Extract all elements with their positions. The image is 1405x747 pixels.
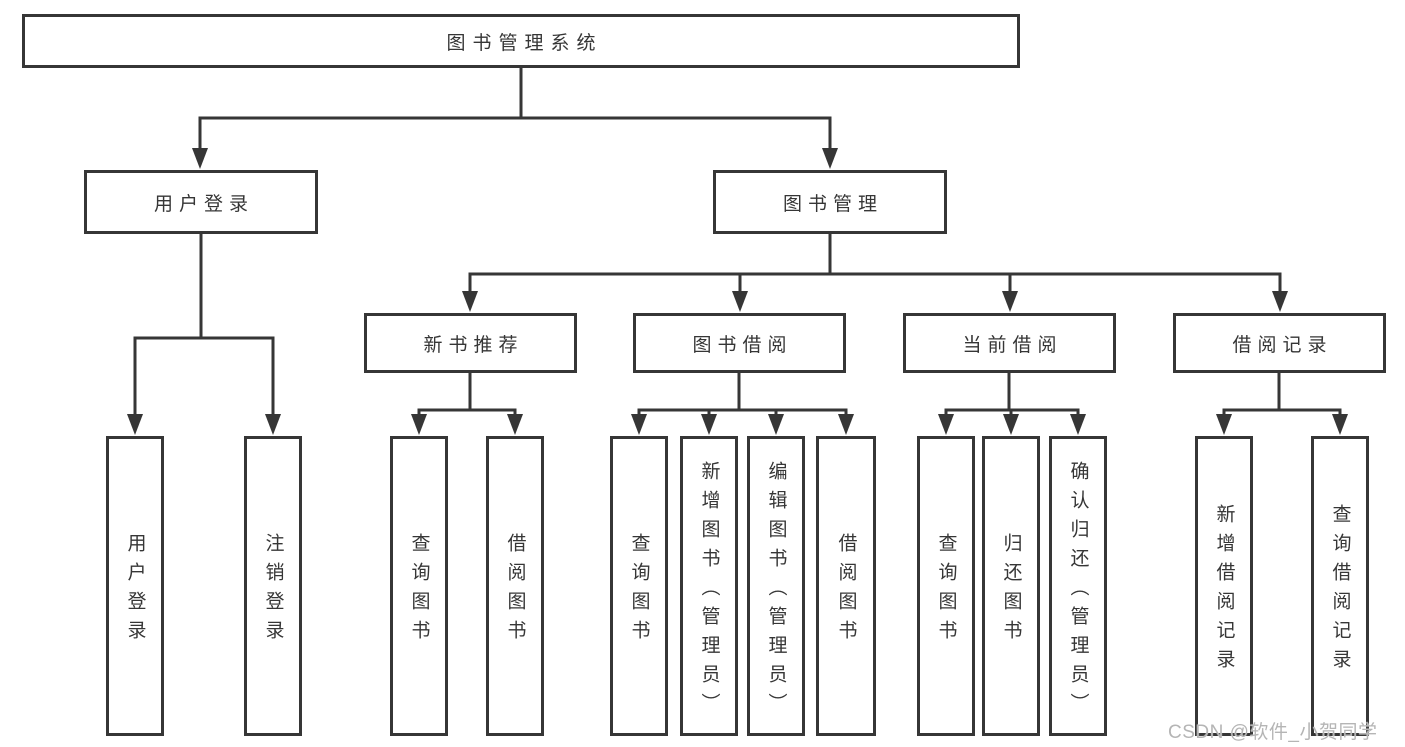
arrowhead xyxy=(507,414,523,435)
connector-user-login xyxy=(133,234,275,416)
leaf-add-borrow-record: 新增借阅记录 xyxy=(1195,436,1253,736)
leaf-query-books-current: 查询图书 xyxy=(917,436,975,736)
connector-new-book xyxy=(417,373,517,418)
arrowhead xyxy=(631,414,647,435)
connector-borrow-record xyxy=(1222,373,1342,418)
arrowhead xyxy=(1002,291,1018,312)
arrowheads xyxy=(127,148,1348,435)
arrowhead xyxy=(192,148,208,169)
arrowhead xyxy=(838,414,854,435)
node-book-borrow: 图书借阅 xyxy=(633,313,846,373)
arrowhead xyxy=(1070,414,1086,435)
arrowhead xyxy=(127,414,143,435)
leaf-borrow-books-recommend: 借阅图书 xyxy=(486,436,544,736)
connector-book-borrow xyxy=(637,373,848,418)
leaf-confirm-return-admin: 确认归还（管理员） xyxy=(1049,436,1107,736)
arrowhead xyxy=(732,291,748,312)
arrowhead xyxy=(1003,414,1019,435)
connector-book-management xyxy=(468,234,1282,296)
leaf-logout: 注销登录 xyxy=(244,436,302,736)
arrowhead xyxy=(462,291,478,312)
node-new-book-recommend: 新书推荐 xyxy=(364,313,577,373)
arrowhead xyxy=(1332,414,1348,435)
leaf-edit-books-admin: 编辑图书（管理员） xyxy=(747,436,805,736)
arrowhead xyxy=(938,414,954,435)
connector-root xyxy=(198,68,832,150)
node-borrow-record: 借阅记录 xyxy=(1173,313,1386,373)
arrowhead xyxy=(701,414,717,435)
node-current-borrow: 当前借阅 xyxy=(903,313,1116,373)
leaf-add-books-admin: 新增图书（管理员） xyxy=(680,436,738,736)
node-book-management: 图书管理 xyxy=(713,170,947,234)
connector-current-borrow xyxy=(944,373,1080,418)
arrowhead xyxy=(411,414,427,435)
node-user-login: 用户登录 xyxy=(84,170,318,234)
arrowhead xyxy=(1216,414,1232,435)
node-root-library-system: 图书管理系统 xyxy=(22,14,1020,68)
arrowhead xyxy=(768,414,784,435)
leaf-query-books-borrow: 查询图书 xyxy=(610,436,668,736)
arrowhead xyxy=(265,414,281,435)
leaf-query-borrow-record: 查询借阅记录 xyxy=(1311,436,1369,736)
csdn-watermark: CSDN @软件_小贺同学 xyxy=(1168,722,1378,743)
leaf-user-login: 用户登录 xyxy=(106,436,164,736)
leaf-borrow-books: 借阅图书 xyxy=(816,436,876,736)
leaf-return-books: 归还图书 xyxy=(982,436,1040,736)
arrowhead xyxy=(1272,291,1288,312)
arrowhead xyxy=(822,148,838,169)
leaf-query-books-recommend: 查询图书 xyxy=(390,436,448,736)
